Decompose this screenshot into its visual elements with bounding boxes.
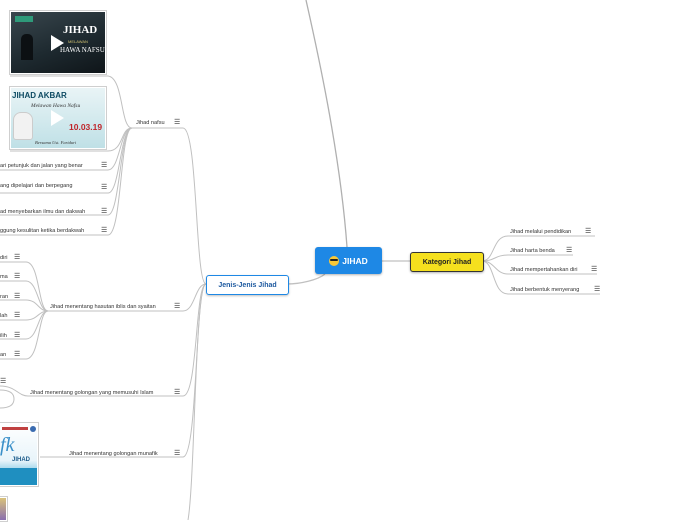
- hamburger-menu-icon[interactable]: ☰: [0, 378, 7, 385]
- branch-jenis-jihad[interactable]: Jenis-Jenis Jihad: [206, 275, 289, 295]
- silhouette-figure: [21, 34, 33, 60]
- kategori-item-pertahan[interactable]: Jihad mempertahankan diri: [510, 267, 578, 273]
- hasutan-item[interactable]: lah: [0, 313, 8, 319]
- hamburger-menu-icon[interactable]: ☰: [594, 286, 601, 293]
- nafsu-item[interactable]: ggung kesulitan ketika berdakwah: [0, 228, 85, 234]
- speaker-portrait: [13, 112, 33, 140]
- hamburger-menu-icon[interactable]: ☰: [174, 303, 181, 310]
- jenis-item-hasutan[interactable]: Jihad menentang hasutan iblis dan syaita…: [50, 304, 156, 310]
- video-thumbnail-jihad-hawa-nafsu[interactable]: JIHAD MELAWAN HAWA NAFSU: [9, 10, 107, 75]
- poster-word: JIHAD: [12, 457, 31, 463]
- central-node[interactable]: JIHAD: [315, 247, 382, 274]
- hamburger-menu-icon[interactable]: ☰: [101, 208, 108, 215]
- hamburger-menu-icon[interactable]: ☰: [14, 273, 21, 280]
- nafsu-item[interactable]: ari petunjuk dan jalan yang benar: [0, 163, 83, 169]
- hamburger-menu-icon[interactable]: ☰: [174, 450, 181, 457]
- poster-script-glyph: fk: [0, 434, 15, 456]
- hasutan-item[interactable]: ilih: [0, 333, 7, 339]
- jenis-item-memusuhi[interactable]: Jihad menentang golongan yang memusuhi I…: [30, 390, 154, 396]
- video2-speaker: Bersama Ust. Fariduri: [35, 140, 77, 145]
- video2-date: 10.03.19: [69, 122, 103, 132]
- poster-footer: [0, 468, 37, 485]
- video-thumbnail-jihad-akbar[interactable]: JIHAD AKBAR Melawan Hawa Nafsu 10.03.19 …: [9, 86, 107, 150]
- hamburger-menu-icon[interactable]: ☰: [101, 184, 108, 191]
- video2-title: JIHAD AKBAR: [12, 91, 67, 100]
- video1-subtitle2: HAWA NAFSU: [60, 46, 105, 54]
- hamburger-menu-icon[interactable]: ☰: [174, 119, 181, 126]
- hamburger-menu-icon[interactable]: ☰: [14, 332, 21, 339]
- poster-image-jihad[interactable]: fk JIHAD: [0, 422, 39, 487]
- hamburger-menu-icon[interactable]: ☰: [14, 351, 21, 358]
- hamburger-menu-icon[interactable]: ☰: [101, 227, 108, 234]
- channel-logo-icon: [15, 16, 33, 22]
- video1-subtitle: MELAWAN: [68, 39, 88, 44]
- sunglasses-emoji-icon: [329, 255, 340, 266]
- jenis-item-munafik[interactable]: Jihad menentang golongan munafik: [69, 451, 158, 457]
- branch-kategori-jihad[interactable]: Kategori Jihad: [410, 252, 484, 272]
- kategori-item-pendidikan[interactable]: Jihad melalui pendidikan: [510, 229, 572, 235]
- poster-banner: [2, 427, 28, 430]
- play-icon[interactable]: [51, 35, 64, 51]
- hasutan-item[interactable]: ma: [0, 274, 8, 280]
- jenis-item-nafsu[interactable]: Jihad nafsu: [136, 120, 165, 126]
- partial-image[interactable]: [0, 496, 8, 522]
- video2-subtitle: Melawan Hawa Nafsu: [31, 103, 81, 109]
- nafsu-item[interactable]: ang dipelajari dan berpegang: [0, 183, 73, 189]
- kategori-item-harta[interactable]: Jihad harta benda: [510, 248, 555, 254]
- video1-title: JIHAD: [63, 24, 98, 36]
- hamburger-menu-icon[interactable]: ☰: [591, 266, 598, 273]
- hamburger-menu-icon[interactable]: ☰: [174, 389, 181, 396]
- play-icon[interactable]: [51, 110, 64, 126]
- hamburger-menu-icon[interactable]: ☰: [14, 293, 21, 300]
- hasutan-item[interactable]: an: [0, 352, 7, 358]
- poster-logo-icon: [30, 426, 36, 432]
- hamburger-menu-icon[interactable]: ☰: [566, 247, 573, 254]
- nafsu-item[interactable]: ad menyebarkan ilmu dan dakwah: [0, 209, 86, 215]
- hasutan-item[interactable]: ran: [0, 294, 9, 300]
- hamburger-menu-icon[interactable]: ☰: [101, 162, 108, 169]
- hamburger-menu-icon[interactable]: ☰: [14, 254, 21, 261]
- hamburger-menu-icon[interactable]: ☰: [585, 228, 592, 235]
- central-title: JIHAD: [342, 255, 368, 266]
- kategori-item-menyerang[interactable]: Jihad berbentuk menyerang: [510, 287, 580, 293]
- hamburger-menu-icon[interactable]: ☰: [14, 312, 21, 319]
- hasutan-item[interactable]: diri: [0, 255, 8, 261]
